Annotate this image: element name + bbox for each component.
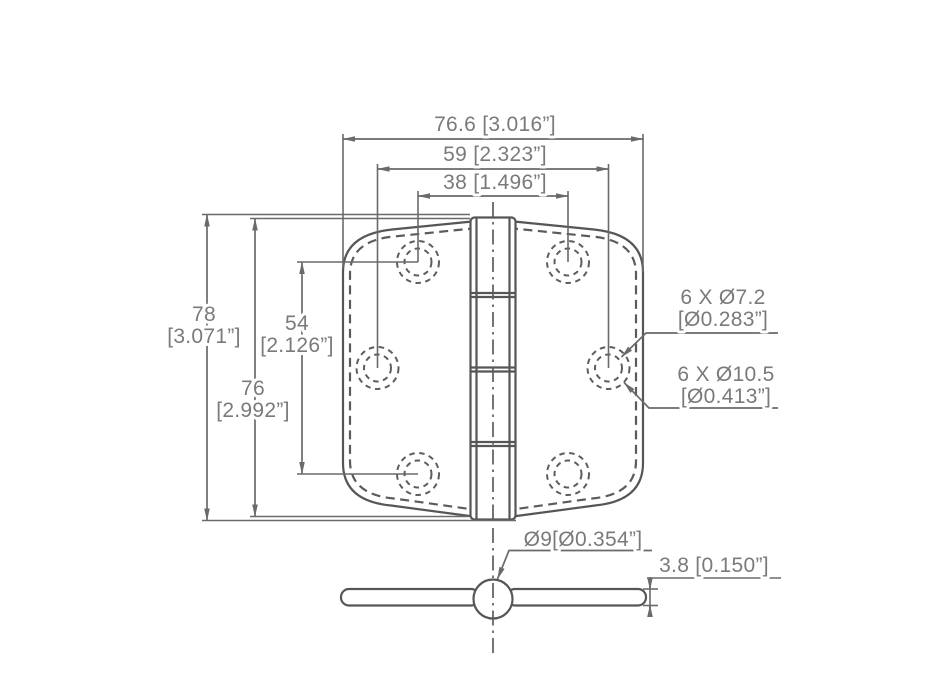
callout-small-hole-line2: [Ø0.283”]	[678, 308, 768, 331]
dim-hole-row-spacing-mm: 54	[285, 312, 309, 335]
dimensions-top: 76.6 [3.016”] 59 [2.323”] 38 [1.496”]	[342, 110, 644, 368]
dimensions-left: 78 [3.071”] 54 [2.126”] 76 [2.992”]	[164, 213, 516, 522]
side-view: Ø9[Ø0.354”] 3.8 [0.150”]	[339, 525, 781, 653]
dim-hole-row-spacing-inch: [2.126”]	[260, 334, 334, 357]
dim-overall-height-mm: 78	[192, 303, 216, 326]
dim-leaf-thickness-label: 3.8 [0.150”]	[659, 554, 769, 577]
hole-callouts: 6 X Ø7.2 [Ø0.283”] 6 X Ø10.5 [Ø0.413”]	[620, 283, 778, 411]
callout-small-hole-line1: 6 X Ø7.2	[680, 286, 765, 309]
mounting-holes	[355, 240, 631, 496]
pin-diameter-callout: Ø9[Ø0.354”]	[496, 525, 652, 580]
callout-large-hole-line1: 6 X Ø10.5	[677, 363, 774, 386]
dim-overall-height-inch: [3.071”]	[167, 325, 241, 348]
left-leaf-outline	[341, 219, 479, 519]
dim-overall-width-label: 76.6 [3.016”]	[434, 113, 556, 136]
mounting-hole-bottom-right	[546, 452, 590, 496]
dim-corner-hole-spacing-label: 38 [1.496”]	[443, 171, 547, 194]
right-leaf-outline	[507, 219, 645, 519]
right-leaf-edge-dashed	[508, 226, 638, 512]
front-view	[341, 202, 645, 524]
side-view-left-leaf	[339, 587, 481, 607]
dim-leaf-height-inch: [2.992”]	[216, 399, 290, 422]
side-view-right-leaf	[505, 587, 648, 607]
dim-leaf-height-mm: 76	[241, 377, 265, 400]
dim-mid-hole-spacing-label: 59 [2.323”]	[443, 143, 547, 166]
leaf-thickness-dim: 3.8 [0.150”]	[643, 551, 781, 617]
callout-large-hole-line2: [Ø0.413”]	[681, 385, 771, 408]
left-leaf-edge-dashed	[348, 226, 478, 512]
dim-pin-diameter-label: Ø9[Ø0.354”]	[524, 528, 643, 551]
